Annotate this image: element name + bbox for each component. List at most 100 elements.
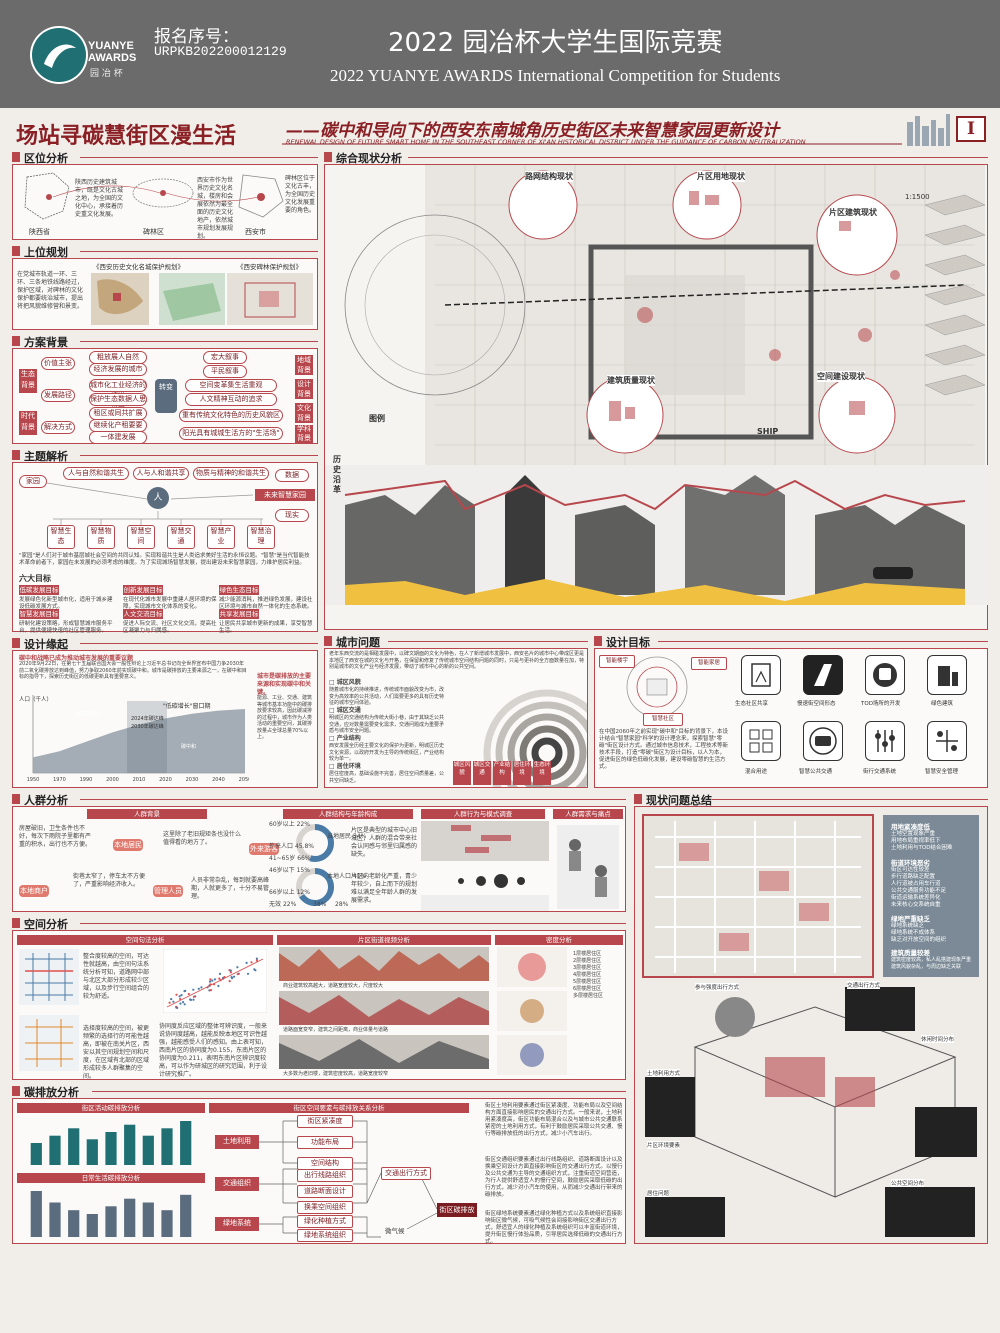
city-issue-sub-1: □ 城区风貌 [329,679,361,686]
section-title-crowd: 人群分析 [12,792,68,808]
goal-6-text: 让居民共享城市更新的成果，享受智慧生活。 [219,621,313,634]
x-tick-label: 1950 [27,777,40,783]
theme-top-3: 物质与精神的和谐共生 [193,467,269,480]
scatter-point [183,990,186,993]
section-rule [80,455,318,456]
poster-title-bar [12,112,988,152]
scatter-point [218,977,221,980]
city-issue-sub-4: □ 居住环境 [329,763,361,770]
upper-plan-maps [91,273,313,325]
crowd-stat-4: 41~65岁 66% [269,855,311,862]
competition-header [0,0,1000,108]
scatter-point [178,995,181,998]
section-rule [712,799,988,800]
section-title-theme: 主题解析 [12,448,68,464]
scatter-point [200,986,203,989]
carbon-mid-4: 出行线路组织 [297,1169,353,1182]
status-label-legend: 图例 [369,414,385,423]
goal-3-text: 减少能源消耗，推进绿色发展，建设社区环境与城市自然一体化的生态系统。 [219,597,313,610]
logo-cn-text: 园 冶 杯 [90,69,123,79]
bg-right-item-3: 空间变革集生活重观 [185,379,277,392]
registration-label: 报名序号： [154,27,239,47]
summary-label-4: 土地利用方式 [647,1069,681,1077]
origin-legend-high: "高碳增长" [73,711,103,718]
crowd-stat-8: 无效 22% [269,901,297,908]
summary-panel: 用地紧凑度低 土地空置现象严重用地布局重视率低下土地利用与TOD结合困难 街道环… [634,806,988,1244]
scatter-point [176,1006,179,1009]
goal-3-name: 绿色生态目标 [219,585,259,595]
carbon-bar [68,1128,80,1165]
bg-mid-item-2: 经济发展的城市 [89,363,147,376]
carbon-bar [180,1121,192,1165]
section-title-location: 区位分析 [12,150,68,166]
carbon-bar [105,1206,117,1237]
goal-5-text: 促进人际交流、社区文化交流，提高社区凝聚力与归属感。 [123,621,217,634]
status-label-quality: 建筑质量现状 [607,375,655,386]
scatter-point [218,972,222,975]
scatter-point [236,966,239,969]
theme-connector-lines [46,482,263,525]
crowd-needs-figures [557,825,619,909]
section-title-goals: 设计目标 [594,634,650,650]
scatter-point [187,992,190,996]
city-issue-sub-3: □ 产业结构 [329,735,361,742]
origin-chart-title: 人口（千人） [19,697,53,703]
bg-tag-culture: 文化背景 [295,403,313,423]
crowd-quote-1: 房屋破旧，卫生条件也不好，每次下雨院子里都有严重的积水，出行也不方便。 [19,825,92,848]
section-rule [92,1091,626,1092]
location-panel: 陕西历史建筑城市，既是文化古城之地，为全国的文化中心，承接着历史重文化发展。 西… [12,164,318,240]
carbon-bar [161,1210,173,1237]
section-rule [80,157,318,158]
crowd-sub-2: 人群结构与年龄构成 [283,809,413,819]
scatter-point [228,980,231,983]
goal-2-name: 创新发展目标 [123,585,163,595]
carbon-panel: 街区活动碳排放分析 街区空间要素与碳排放关系分析 日常生活碳排放分析 土地利用 … [12,1098,626,1245]
bg-right-item-2: 平民叙事 [203,365,247,378]
status-scale: 1:1500 [905,193,930,201]
bg-mid-item-4: 保护生态数据人思辨要 [89,393,147,414]
bg-tag-region: 地域背景 [295,355,313,375]
scatter-point [180,994,183,997]
summary-issue-title-2: 街道环境恶劣 [891,859,930,867]
carbon-mid-8: 绿地系统组织 [297,1229,353,1242]
tod-train-icon [865,655,905,695]
scatter-point [231,977,234,980]
summary-label-7: 公共空间分布 [891,1179,925,1187]
bg-right-item-4: 人文精神互动的追求 [185,393,277,406]
scatter-point [170,998,173,1001]
scatter-point [255,957,258,960]
city-issue-text-4: 西安发展全历经主要文化的保护为更新，明城区历史文化资源，以政府开发为主导的传统街… [329,743,445,762]
scatter-point [213,978,216,981]
space-strip-caption-2: 道路面宽变窄，建筑之间距离，商业体量与道路 [283,1027,389,1033]
scatter-point [192,995,195,998]
section-title-space: 空间分析 [12,916,68,932]
origin-marker-3: 碳中和 [181,744,197,750]
city-issue-text-1: 老年东西交流的是相碰发展中，以碑文期面的文化为特色，在人了新增城市发展中，西安名… [329,651,585,670]
theme-text: "家园"是人们对于城市基层城社会空间的共同认知。实现和谐共生是人类追求美好生活的… [19,553,310,566]
crowd-quote-2: 这里除了老旧规矩条也没什么值得看的地方了。 [163,831,242,846]
scatter-point [172,1000,175,1003]
theme-right-reality: 现实 [275,509,309,522]
city-issue-text-2: 随着城市化的持续推进，传统城市面貌改变为市，改变为高效率的公共活动，人们需要更多… [329,687,445,706]
space-choice-map [19,1015,79,1071]
summary-issues-2: 街区可达性较差步行道路缺乏配置人行道被占用车行道公共交通服务功能不足街道运输系统… [891,867,947,908]
carbon-mid-2: 功能布局 [297,1136,353,1149]
bg-tag-ecology: 生态背景 [19,369,37,393]
location-label-xian: 西安市 [245,228,266,236]
carbon-bar [142,1135,154,1165]
section-title-upper-plan: 上位规划 [12,244,68,260]
carbon-bar [49,1135,61,1165]
crowd-sub-1: 人群背景 [87,809,207,819]
summary-label-6: 居住问题 [647,1189,670,1197]
section-rule [80,799,626,800]
poster-title-sub: ——碳中和导向下的西安东南城角历史街区未来智慧家园更新设计 [286,121,779,141]
crowd-behavior-table [421,821,549,911]
carbon-sub-3: 街区空间要素与碳排放关系分析 [209,1103,469,1113]
bg-left-item-2: 发展路径 [41,389,75,402]
theme-center-human: 人 [147,487,169,509]
space-text-1: 整合度较高的空间，可达性就越高，由空间句法系统分析可知，道路网中部与北区大部分形… [83,953,150,1000]
scatter-point [253,968,256,971]
goal-5-name: 人文交流目标 [123,609,163,619]
scatter-point [168,1001,171,1004]
